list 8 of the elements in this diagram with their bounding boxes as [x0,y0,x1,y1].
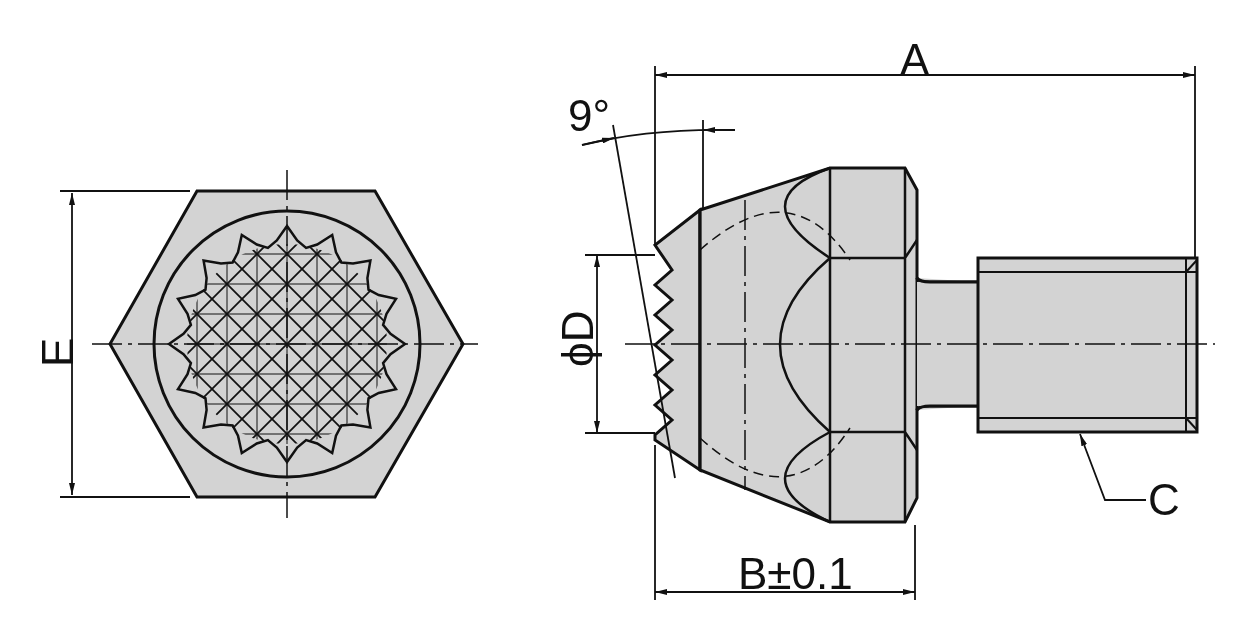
dimension-label: B±0.1 [738,552,853,596]
dimension-label: E [36,337,80,367]
callout-letter: C [1148,478,1180,522]
dimension-label: A [900,38,930,82]
dimension-label: ϕD [556,310,600,367]
threaded-shank [976,256,1199,434]
dimension-label: 9° [568,94,611,138]
leader-line [1079,433,1147,501]
